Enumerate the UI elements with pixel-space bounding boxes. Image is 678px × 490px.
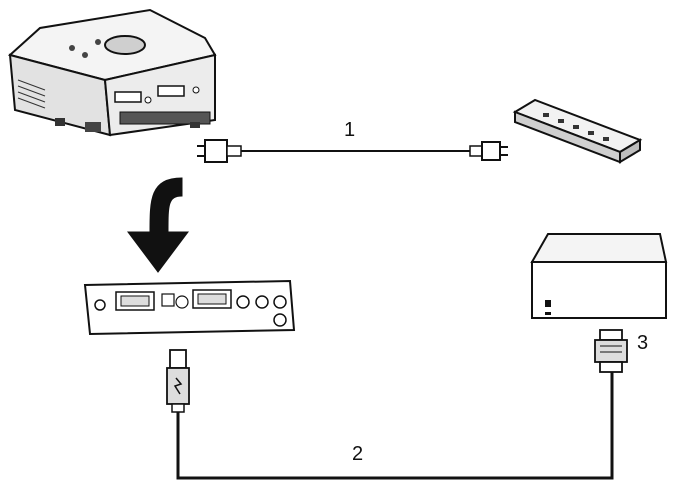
dvi-m1-cable <box>166 349 614 480</box>
m1-connector <box>594 329 628 373</box>
projector-connector-panel <box>83 279 296 336</box>
projector-illustration <box>7 8 217 137</box>
down-arrow-icon <box>127 177 189 273</box>
power-strip <box>512 98 643 164</box>
computer-box <box>530 233 668 319</box>
label-power-cable: 1 <box>344 119 356 141</box>
label-m1-connector: 3 <box>637 332 649 354</box>
power-cable <box>197 139 508 163</box>
label-dvi-cable: 2 <box>352 443 364 465</box>
